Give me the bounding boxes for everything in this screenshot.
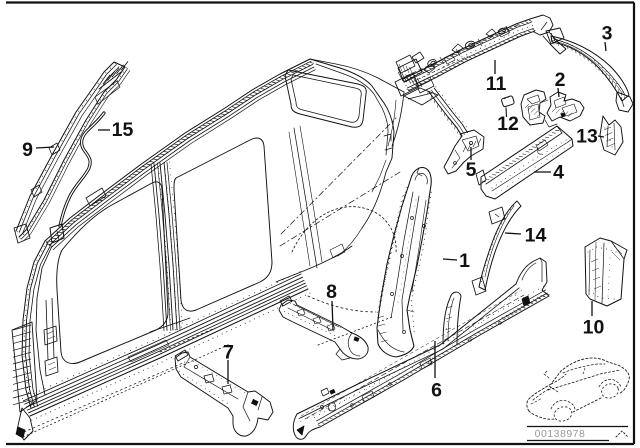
svg-text:2: 2 [555,69,566,91]
svg-text:00138978: 00138978 [535,428,586,440]
svg-text:10: 10 [583,317,605,339]
svg-text:4: 4 [553,162,564,184]
svg-text:11: 11 [486,73,507,95]
svg-text:8: 8 [326,281,337,303]
svg-text:5: 5 [466,159,477,181]
svg-text:9: 9 [22,139,33,161]
svg-text:1: 1 [459,250,470,272]
svg-text:6: 6 [431,380,442,402]
svg-text:7: 7 [223,342,234,364]
svg-text:13: 13 [576,126,598,148]
svg-text:3: 3 [602,23,613,45]
svg-text:15: 15 [112,119,134,141]
svg-text:12: 12 [497,113,519,135]
svg-text:14: 14 [525,225,547,247]
